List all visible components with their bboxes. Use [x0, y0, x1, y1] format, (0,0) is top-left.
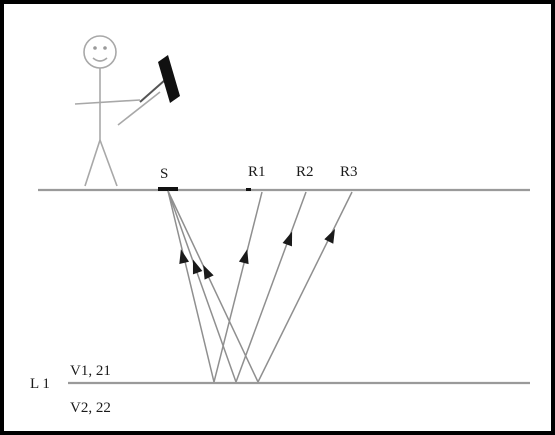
- ray-down-2: [167, 190, 237, 383]
- operator-leg-right: [99, 139, 118, 187]
- arrowhead-up-r3: [324, 228, 335, 244]
- arrowhead-up-r2: [282, 231, 293, 247]
- receiver-marker-r1: [246, 188, 251, 191]
- arrowhead-down-3: [203, 264, 214, 280]
- arrowhead-down-1: [179, 249, 190, 265]
- ray-paths: [167, 190, 353, 383]
- upper-layer-label: V1, 21: [70, 363, 111, 379]
- operator-arm-left: [74, 99, 141, 105]
- lower-layer-label: V2, 22: [70, 400, 111, 416]
- receiver-label-r3: R3: [340, 164, 358, 180]
- arrowhead-up-r1: [238, 249, 249, 265]
- source-label: S: [160, 166, 168, 182]
- hammer-icon: [139, 55, 180, 103]
- ray-down-3: [167, 190, 259, 383]
- ray-down-1: [167, 190, 215, 383]
- operator-eye-left: [93, 46, 97, 50]
- ray-up-r2: [235, 191, 307, 383]
- receiver-label-r2: R2: [296, 164, 314, 180]
- hammer-handle: [139, 79, 166, 103]
- hammer-head: [158, 55, 180, 103]
- ray-up-r3: [257, 191, 353, 383]
- operator-leg-left: [84, 139, 101, 187]
- ray-up-r1: [213, 191, 263, 383]
- operator-icon: [74, 35, 161, 187]
- operator-eye-right: [103, 46, 107, 50]
- layer-label: L 1: [30, 376, 50, 392]
- ray-arrowheads: [179, 228, 335, 280]
- operator-smile: [92, 57, 108, 62]
- receiver-label-r1: R1: [248, 164, 266, 180]
- source-marker: [158, 187, 178, 191]
- operator-arm-right: [117, 91, 161, 126]
- arrowhead-down-2: [192, 259, 203, 275]
